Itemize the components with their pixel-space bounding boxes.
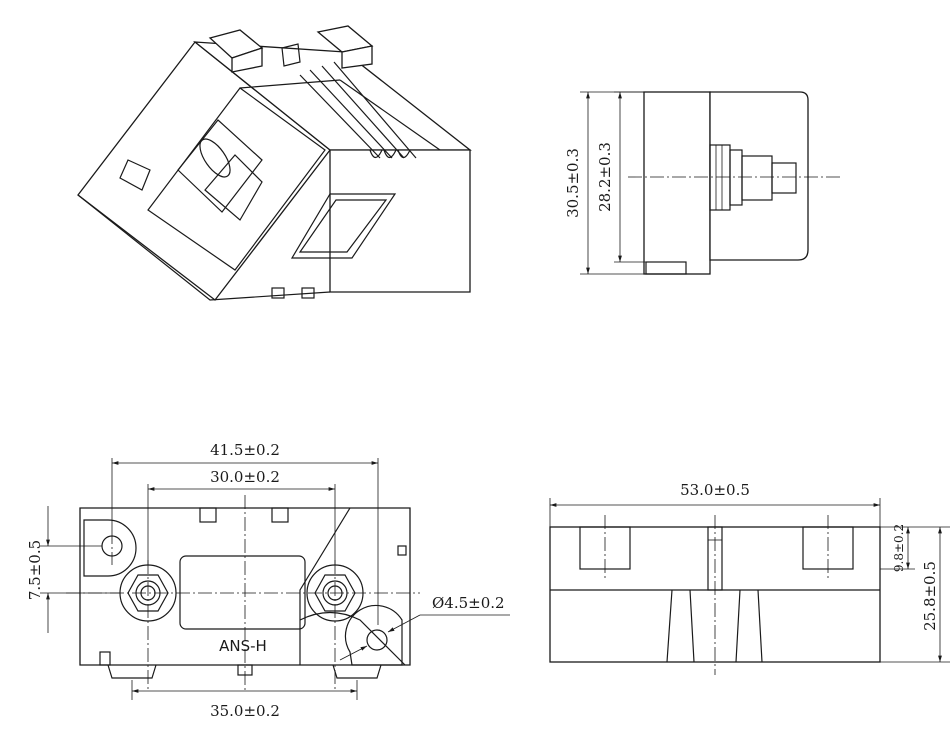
dim-rear-top-height: 9.8±0.2 [892,524,906,572]
dim-front-width-outer: 41.5±0.2 [210,441,280,459]
isometric-view [77,25,472,301]
dim-side-inner-height: 28.2±0.3 [596,142,614,212]
model-label: ANS-H [219,637,267,655]
dim-rear-width: 53.0±0.5 [680,481,750,499]
rear-view: 53.0±0.5 9.8±0.2 25.8±0.5 [549,481,950,675]
dim-side-outer-height: 30.5±0.3 [564,148,582,218]
side-view: 30.5±0.3 28.2±0.3 [564,91,840,275]
dim-front-hole-diameter: Ø4.5±0.2 [432,594,505,612]
dim-front-width-inner: 30.0±0.2 [210,468,280,486]
front-view: 41.5±0.2 30.0±0.2 7.5±0.5 Ø4.5±0.2 35.0±… [26,441,510,720]
dim-front-bottom-spacing: 35.0±0.2 [210,702,280,720]
dim-rear-total-height: 25.8±0.5 [921,561,939,631]
dim-front-left-offset: 7.5±0.5 [26,540,44,600]
